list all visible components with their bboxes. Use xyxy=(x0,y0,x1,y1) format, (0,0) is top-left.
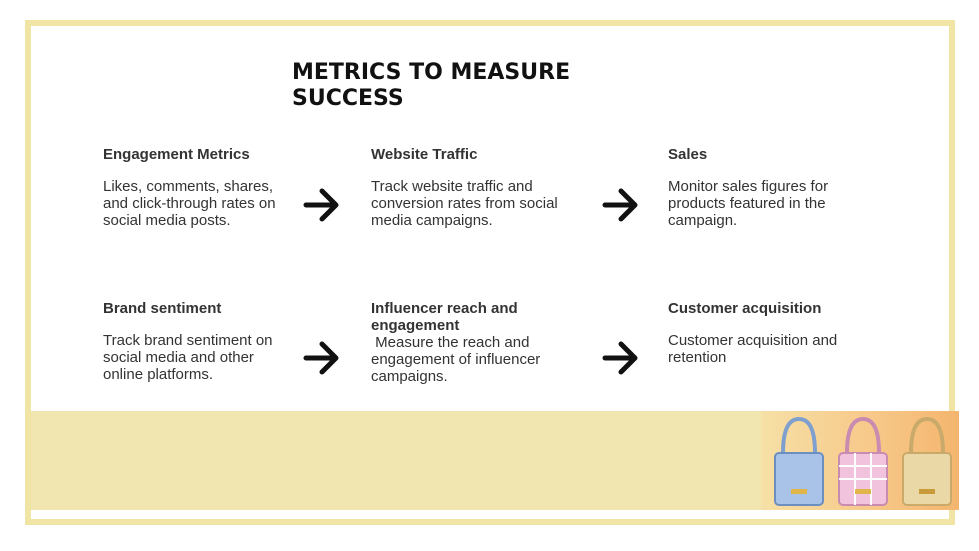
metric-body: Likes, comments, shares, and click-throu… xyxy=(103,178,280,229)
metric-heading: Sales xyxy=(668,146,708,163)
metric-heading: Brand sentiment xyxy=(103,300,222,317)
arrow-right-icon xyxy=(601,338,641,378)
arrow-right-icon xyxy=(302,185,342,225)
metric-body: Track website traffic and conversion rat… xyxy=(371,178,562,229)
footer-band xyxy=(31,411,761,510)
metric-card-website-traffic: Website Traffic Track website traffic an… xyxy=(371,146,571,229)
arrow-right-icon xyxy=(302,338,342,378)
metric-card-brand-sentiment: Brand sentiment Track brand sentiment on… xyxy=(103,300,293,383)
metric-body: Track brand sentiment on social media an… xyxy=(103,332,277,383)
bag-gold xyxy=(902,416,952,506)
handbags-photo xyxy=(761,411,959,510)
slide-title: METRICS TO MEASURE SUCCESS xyxy=(292,60,571,111)
metric-card-influencer-reach: Influencer reach and engagement Measure … xyxy=(371,300,561,385)
metric-heading: Customer acquisition xyxy=(668,300,822,317)
metric-heading: Engagement Metrics xyxy=(103,146,250,163)
bag-pink xyxy=(838,416,888,506)
metric-card-engagement: Engagement Metrics Likes, comments, shar… xyxy=(103,146,293,229)
metric-body: Monitor sales figures for products featu… xyxy=(668,178,833,229)
metric-heading: Influencer reach and engagement xyxy=(371,300,518,334)
metric-card-sales: Sales Monitor sales figures for products… xyxy=(668,146,848,229)
arrow-right-icon xyxy=(601,185,641,225)
metric-body: Customer acquisition and retention xyxy=(668,332,842,366)
handbags-illustration xyxy=(774,416,952,506)
metric-body: Measure the reach and engagement of infl… xyxy=(371,334,545,385)
metric-card-customer-acquisition: Customer acquisition Customer acquisitio… xyxy=(668,300,858,366)
metric-heading: Website Traffic xyxy=(371,146,478,163)
bag-blue xyxy=(774,416,824,506)
